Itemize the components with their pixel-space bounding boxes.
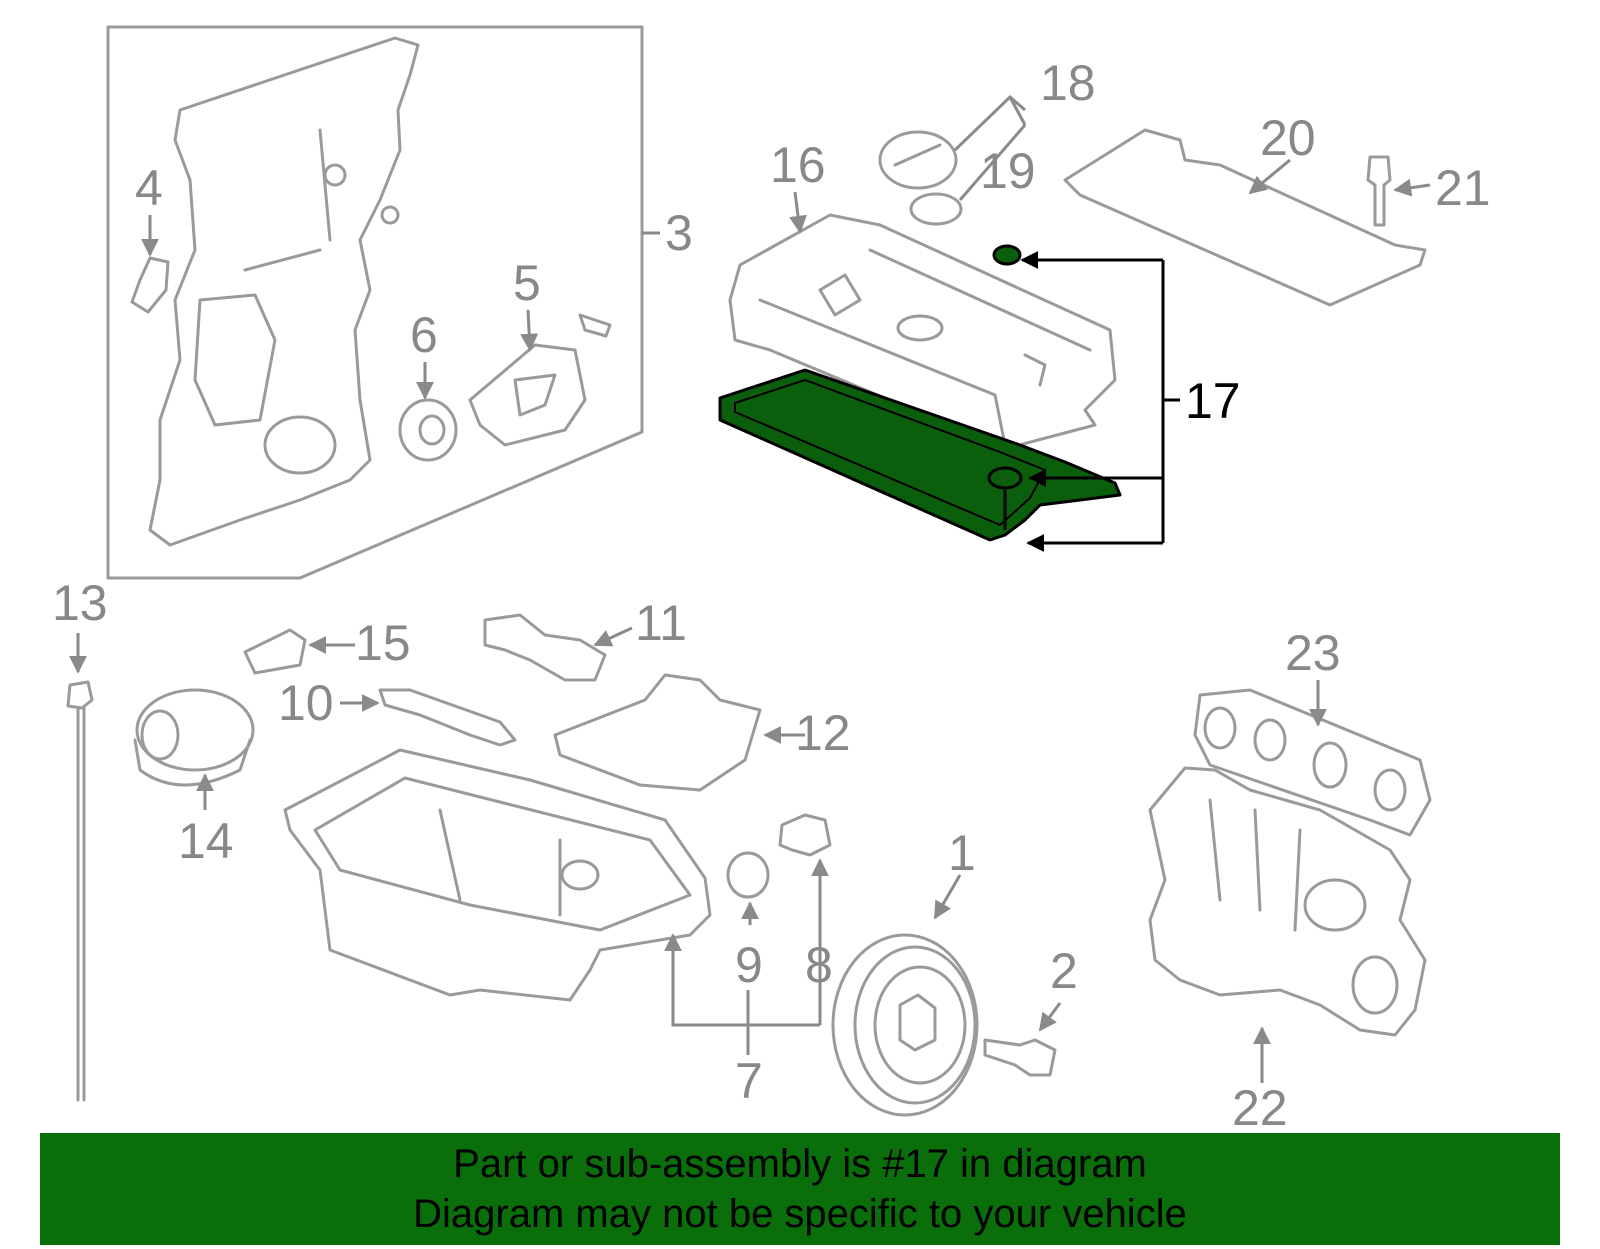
oil-pan [283,748,712,1002]
valve-cover [728,213,1117,452]
part-1-pulley [831,933,979,1117]
callout-4: 4 [135,160,163,216]
callout-22: 22 [1232,1080,1288,1136]
part-8-drain-plug [778,813,832,857]
part-20-cover-plate [1063,128,1427,307]
callout-5: 5 [513,255,541,311]
callout-12: 12 [795,705,851,761]
callout-21: 21 [1435,160,1491,216]
callout-17: 17 [1185,373,1241,429]
callout-6: 6 [410,307,438,363]
banner-line-1: Part or sub-assembly is #17 in diagram [453,1142,1147,1186]
part-5-cover [468,343,587,447]
part-17-gasket-set [718,244,1122,542]
part-15-sensor [243,628,307,675]
part-4-seal [130,256,170,314]
callout-14: 14 [178,813,234,869]
banner-line-2: Diagram may not be specific to your vehi… [413,1192,1187,1236]
callout-8: 8 [805,937,833,993]
timing-cover-group [106,25,660,580]
callout-1: 1 [948,825,976,881]
callout-3: 3 [665,205,693,261]
callout-18: 18 [1040,55,1096,111]
callout-15: 15 [355,615,411,671]
callout-19: 19 [980,143,1036,199]
callout-7: 7 [735,1053,763,1109]
timing-chain-cover [148,36,420,547]
part-22-intake-manifold [1148,766,1427,1037]
part-10-gasket [378,688,517,747]
part-14-oil-filter [133,688,255,787]
part-2-bolt [983,1038,1057,1077]
part-13-dipstick [66,680,94,1102]
callout-9: 9 [735,937,763,993]
callout-23: 23 [1285,625,1341,681]
part-21-bolt [1366,155,1392,227]
part-17-grommet-top [992,244,1022,266]
part-11-bracket [483,613,607,682]
part-17-gasket [718,368,1122,542]
part-19-seal [909,192,963,226]
part-9-washer [726,851,770,899]
callout-13: 13 [52,575,108,631]
info-banner: Part or sub-assembly is #17 in diagram D… [40,1133,1560,1245]
part-23-gasket [1193,688,1432,837]
callout-10: 10 [278,675,334,731]
part-17-grommet-bottom [987,466,1023,490]
part-18-oil-cap [878,130,958,190]
part-6-oil-seal [398,398,458,462]
callout-11: 11 [635,595,687,651]
callout-16: 16 [770,137,826,193]
part-12-baffle [553,673,762,792]
callout-20: 20 [1260,110,1316,166]
callout-2: 2 [1050,943,1078,999]
